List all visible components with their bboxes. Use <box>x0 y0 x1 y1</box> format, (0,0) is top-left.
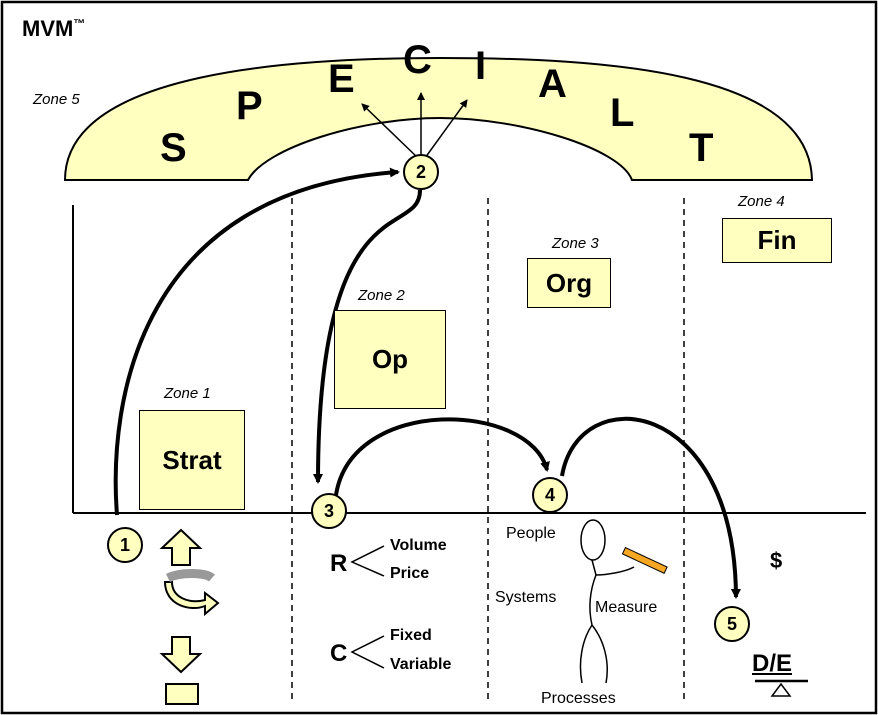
step-3-marker: 3 <box>311 493 347 529</box>
op-box: Op <box>334 310 446 409</box>
strat-box: Strat <box>139 410 245 510</box>
cost-variable-label: Variable <box>390 656 452 673</box>
person-figure-icon <box>579 519 635 684</box>
step-1-marker: 1 <box>107 527 143 563</box>
revenue-volume-label: Volume <box>390 537 447 554</box>
arch-letter-s: S <box>160 126 187 170</box>
step-2-marker: 2 <box>403 154 439 190</box>
speciallt-arch <box>63 56 814 181</box>
cost-symbol: C <box>330 640 348 667</box>
zone-3-label: Zone 3 <box>552 235 599 252</box>
cost-fixed-label: Fixed <box>390 627 432 644</box>
ruler-icon <box>621 546 668 575</box>
arrow-1-to-2 <box>113 167 400 516</box>
arch-letter-a: A <box>538 62 567 106</box>
step-4-marker: 4 <box>532 477 568 513</box>
arch-letter-i: I <box>475 44 487 88</box>
zone-1-label: Zone 1 <box>164 385 211 402</box>
revenue-bracket-icon <box>350 545 385 577</box>
arch-letter-p: P <box>236 84 263 128</box>
model-title: MVM™ <box>22 16 86 41</box>
arch-letter-e: E <box>328 57 355 101</box>
org-box: Org <box>527 258 611 308</box>
dollar-sign: $ <box>770 548 783 573</box>
base-block-icon <box>165 683 199 705</box>
rotate-icon <box>163 581 220 617</box>
rotate-band-icon <box>165 569 215 583</box>
zone-4-label: Zone 4 <box>738 193 785 210</box>
zone-2-label: Zone 2 <box>358 287 405 304</box>
systems-label: Systems <box>495 589 557 606</box>
cost-bracket-icon <box>350 635 385 669</box>
zone-5-label: Zone 5 <box>33 91 80 108</box>
arch-letter-t: T <box>689 126 714 170</box>
up-arrow-icon <box>159 528 203 566</box>
fin-box: Fin <box>722 218 832 263</box>
arch-letter-c: C <box>403 38 432 82</box>
measure-label: Measure <box>595 599 658 616</box>
revenue-price-label: Price <box>390 565 430 582</box>
revenue-symbol: R <box>330 550 348 577</box>
debt-equity-label: D/E <box>752 650 793 677</box>
arrow-2-to-3 <box>313 189 422 484</box>
step-5-marker: 5 <box>714 606 750 642</box>
people-label: People <box>506 525 556 542</box>
arch-letter-l: L <box>610 91 635 135</box>
arrow-2-to-e <box>361 103 419 159</box>
arrow-3-to-4 <box>334 417 550 496</box>
scale-fulcrum-icon <box>770 682 792 697</box>
down-arrow-icon <box>159 636 203 674</box>
processes-label: Processes <box>541 690 616 707</box>
arrow-2-to-i <box>424 99 468 159</box>
arrow-4-to-5 <box>560 416 741 599</box>
